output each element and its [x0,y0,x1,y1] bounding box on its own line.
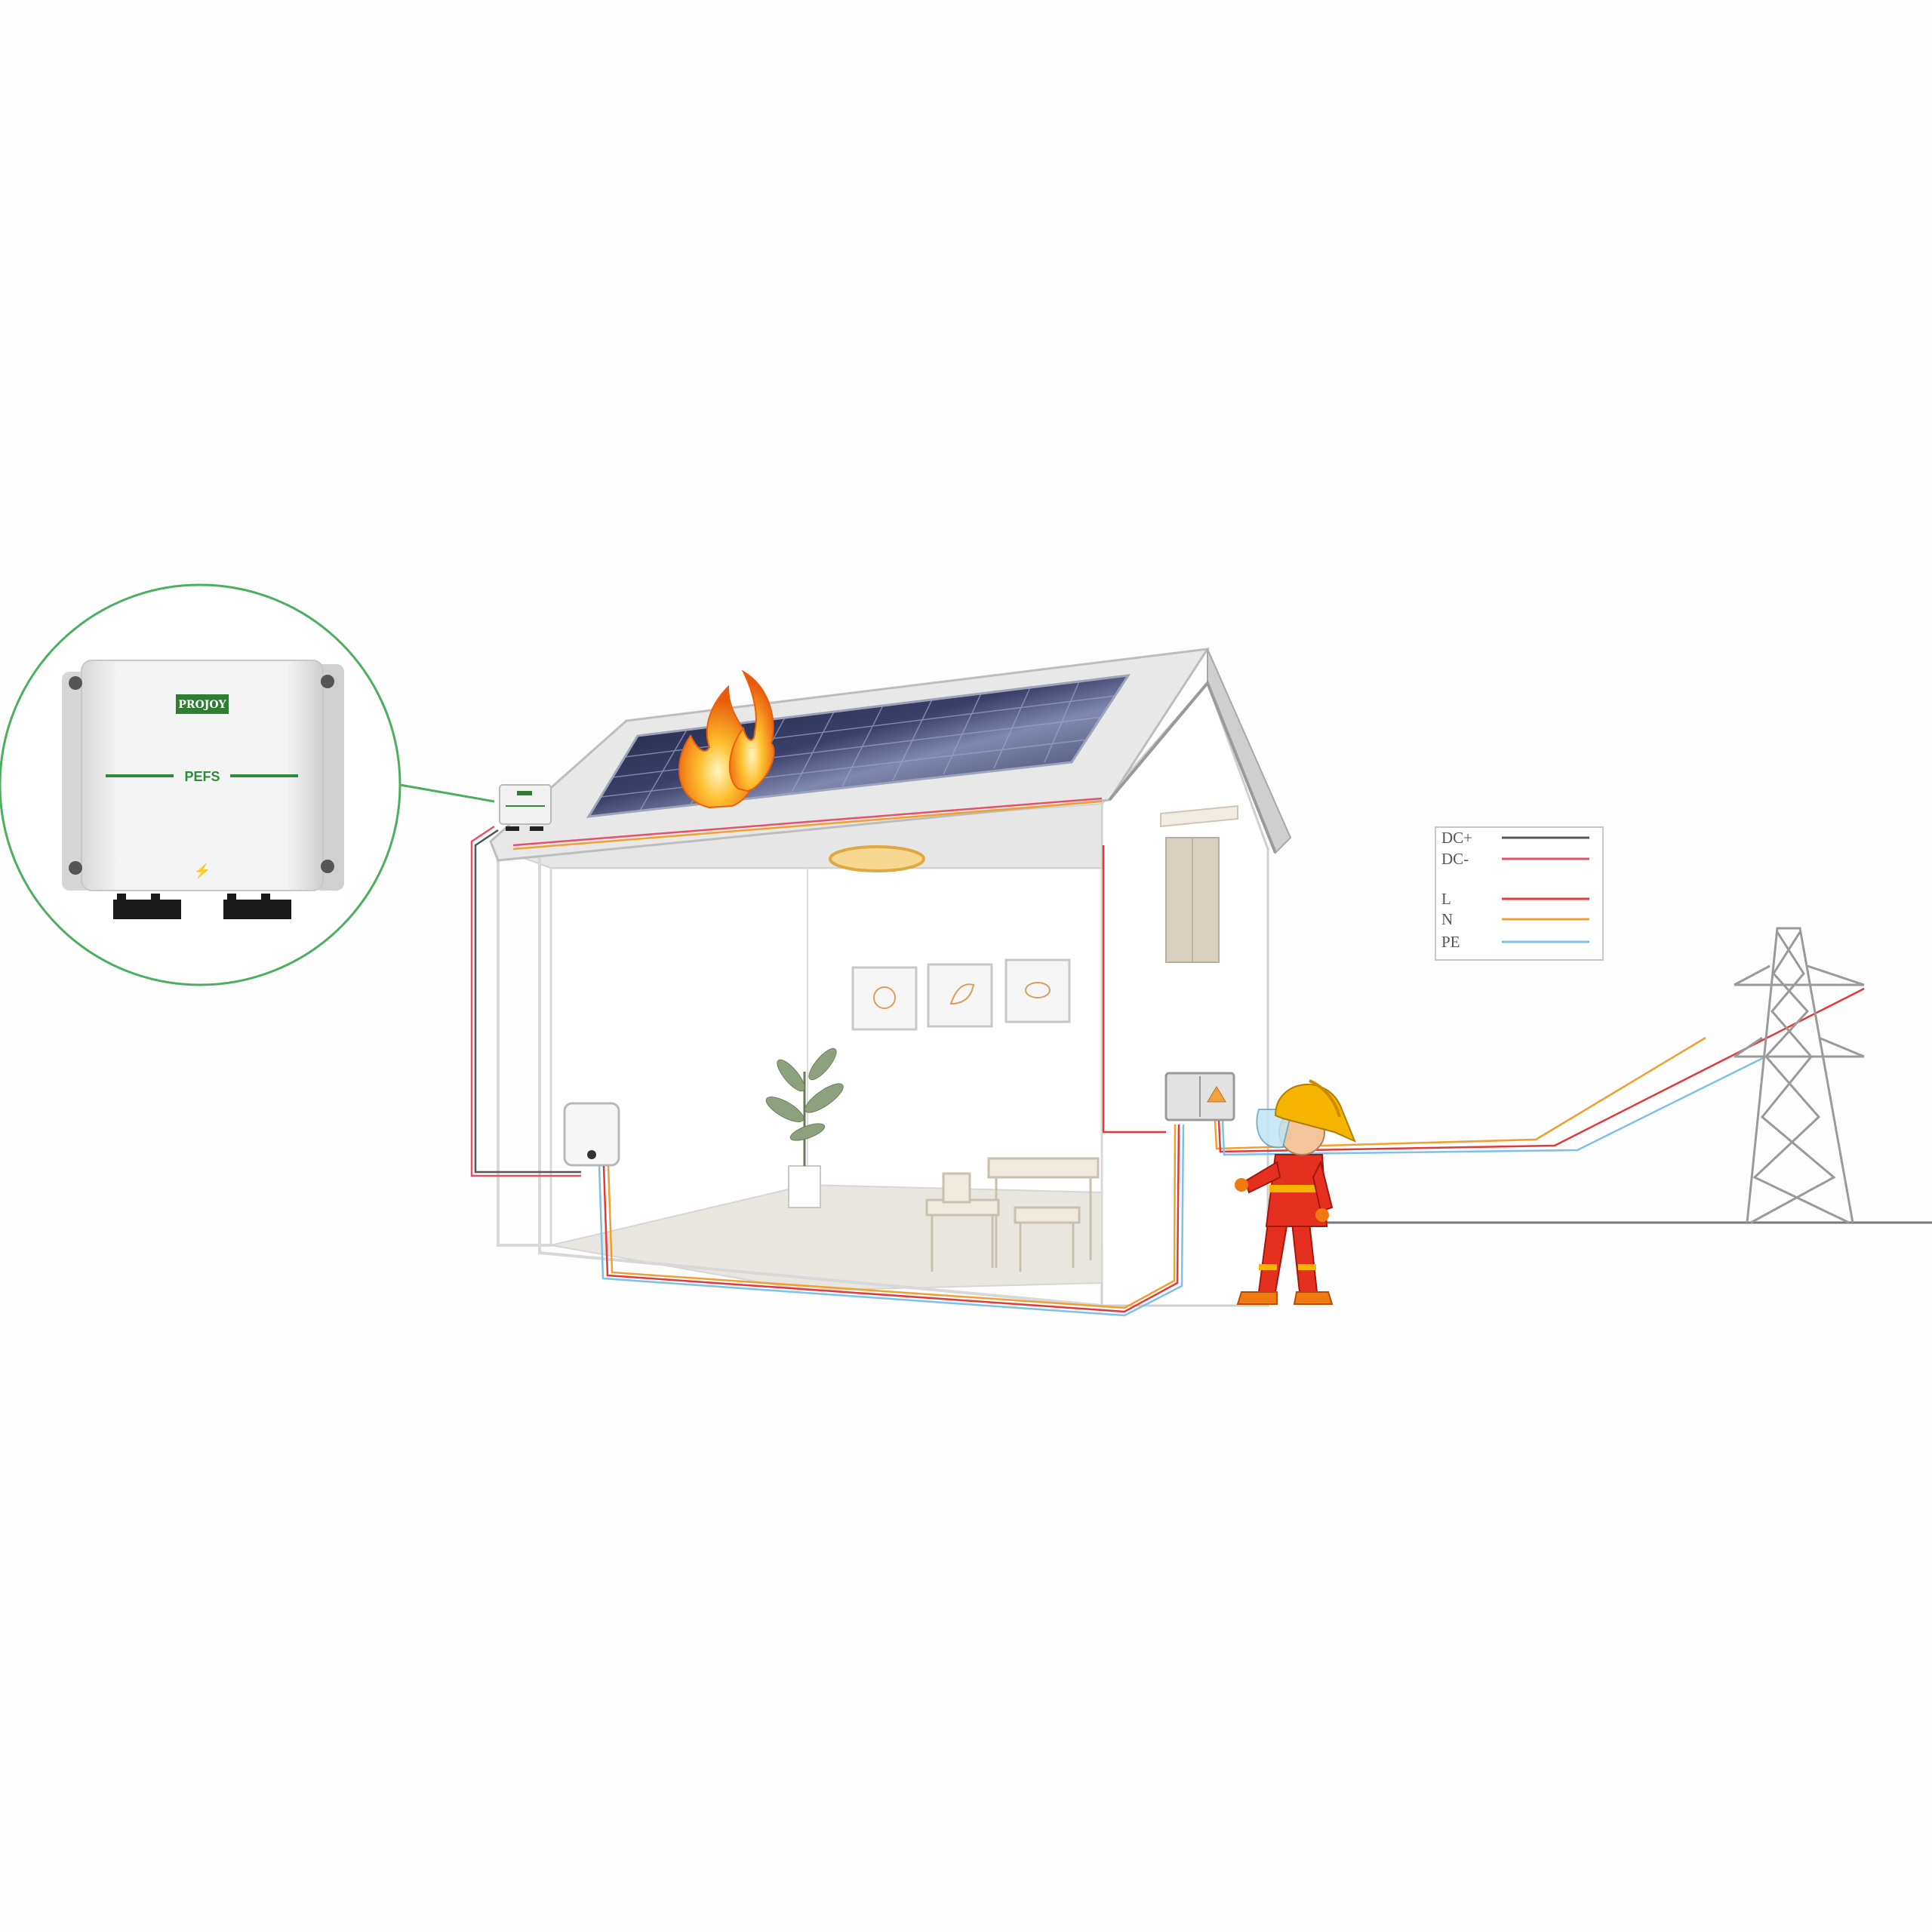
screw-icon [321,675,334,688]
house [489,648,1932,1307]
transmission-tower [1734,927,1865,1224]
screw-icon [321,860,334,873]
brand-logo [176,694,229,714]
ceiling-lamp [829,845,925,872]
fire-icon [678,669,775,809]
device-model-label: PEFS [184,769,220,784]
legend-label: DC- [1441,850,1469,868]
legend-label: L [1441,890,1451,908]
screw-icon [69,861,82,875]
wiring [470,797,1865,1317]
wall-pictures [851,958,1071,1031]
legend-label: N [1441,910,1453,928]
distribution-box [1164,1072,1235,1121]
legend-label: PE [1441,933,1460,951]
dc-connector-icon [113,894,291,919]
brand-logo-text: PROJOY [178,699,226,711]
wire-legend: DC+ DC- LN PE [1435,826,1604,961]
firefighter [1235,1079,1356,1305]
dining-set [925,1157,1100,1272]
window [1160,804,1238,963]
warning-icon [1207,1086,1226,1103]
inverter [563,1102,620,1167]
device-symbol-icon: ⚡ [194,863,211,879]
screw-icon [69,676,82,690]
potted-plant [765,1048,844,1208]
pefs-device-large: PROJOY PEFS ⚡ [62,660,344,919]
pefs-device-small [499,784,552,831]
legend-label: DC+ [1441,829,1472,847]
